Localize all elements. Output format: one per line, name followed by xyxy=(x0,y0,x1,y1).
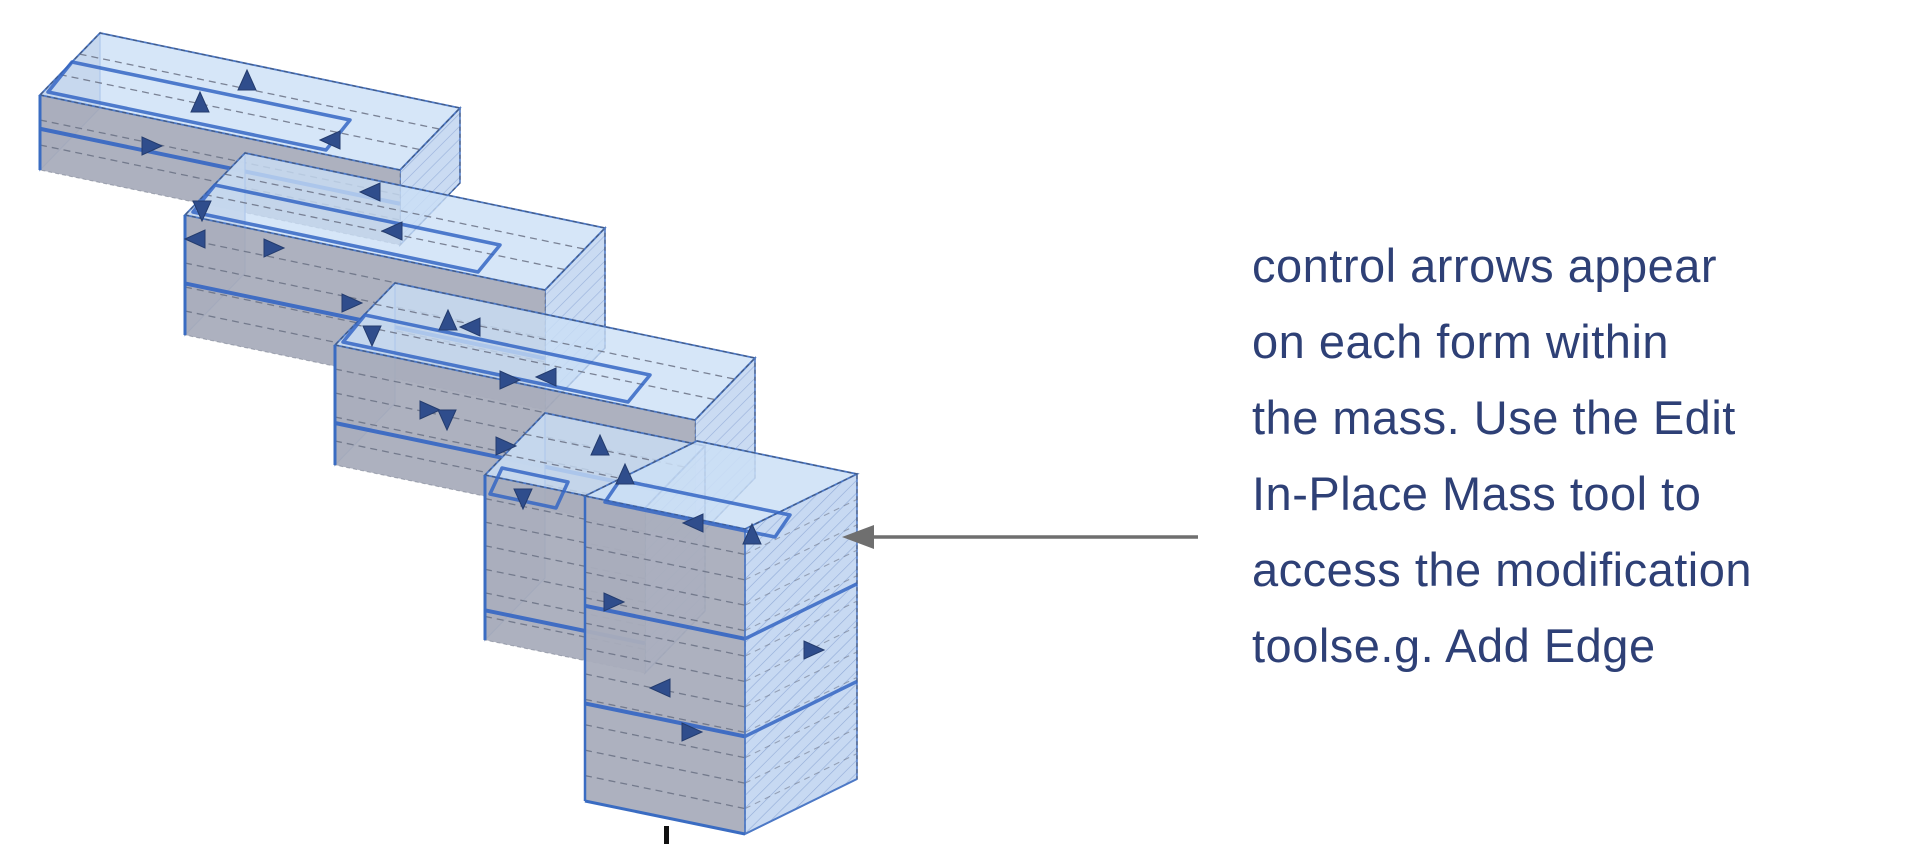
floor-line xyxy=(584,647,746,683)
control-arrow-icon xyxy=(499,370,522,390)
floor-line xyxy=(744,575,858,632)
control-arrow-icon xyxy=(190,90,210,113)
level-line xyxy=(744,679,858,738)
tower-right-face xyxy=(744,472,858,836)
annotation-line: In-Place Mass tool to xyxy=(1252,467,1702,520)
floor-line xyxy=(744,600,858,657)
form-profile-outline xyxy=(341,313,652,404)
control-arrow-icon xyxy=(603,592,626,612)
control-arrow-icon xyxy=(438,308,458,331)
control-arrow-icon xyxy=(458,317,481,337)
floor-line xyxy=(744,626,858,682)
control-arrow-icon xyxy=(358,182,381,202)
control-arrow-icon xyxy=(362,325,382,348)
annotation-line: access the modification xyxy=(1252,543,1753,596)
control-arrow-icon xyxy=(681,722,704,742)
floor-line xyxy=(584,749,746,784)
floor-line xyxy=(744,676,858,733)
callout-arrow xyxy=(842,525,1198,549)
control-arrow-icon xyxy=(615,462,635,485)
control-arrow-icon xyxy=(742,522,762,545)
floor-line xyxy=(744,753,858,810)
annotation-line: toolse.g. Add Edge xyxy=(1252,619,1656,672)
top-guide-line xyxy=(354,323,715,401)
annotation-line: control arrows appear xyxy=(1252,239,1718,292)
control-arrow-icon xyxy=(590,433,610,456)
floor-line xyxy=(744,702,858,759)
floor-line xyxy=(744,524,858,581)
floor-line xyxy=(584,698,746,733)
top-guide-line xyxy=(59,73,420,151)
mass-bottom-edge xyxy=(744,778,858,835)
floor-line xyxy=(744,727,858,784)
annotation-text: control arrows appear on each form withi… xyxy=(1252,228,1892,684)
floor-line xyxy=(584,571,746,606)
control-arrow-icon xyxy=(534,367,557,387)
form-profile-outline xyxy=(603,478,792,539)
control-arrow-icon xyxy=(437,409,457,432)
control-arrow-icon xyxy=(237,68,257,91)
bottom-tick-mark xyxy=(664,826,669,844)
top-guide-line xyxy=(224,173,585,250)
annotation-line: the mass. Use the Edit xyxy=(1252,391,1736,444)
floor-line xyxy=(744,549,858,606)
level-line xyxy=(744,582,858,641)
control-arrow-icon xyxy=(192,200,212,223)
form-profile-outline xyxy=(488,466,570,510)
annotation-line: on each form within xyxy=(1252,315,1670,368)
control-arrow-icon xyxy=(341,293,364,313)
mass-bottom-edge xyxy=(584,799,746,836)
control-arrow-icon xyxy=(803,640,826,660)
floor-line xyxy=(584,724,746,759)
control-arrow-icon xyxy=(513,488,533,511)
floor-line xyxy=(584,520,746,556)
floor-line xyxy=(744,498,858,555)
control-arrow-icon xyxy=(681,513,704,533)
top-guide-line xyxy=(374,303,735,380)
stepped-mass xyxy=(38,31,860,836)
control-arrow-icon xyxy=(380,221,403,241)
top-guide-line xyxy=(79,53,440,130)
level-line xyxy=(584,701,746,739)
control-arrow-icon xyxy=(419,400,442,420)
tower-front-face xyxy=(584,495,746,835)
form-profile-outline xyxy=(46,60,352,152)
control-arrow-icon xyxy=(141,136,164,156)
floor-line xyxy=(744,651,858,708)
floor-line xyxy=(584,673,746,708)
level-line xyxy=(584,603,746,641)
tower-top-face-outline xyxy=(583,440,859,530)
control-arrow-icon xyxy=(263,238,286,258)
control-arrow-icon xyxy=(183,229,206,249)
floor-line xyxy=(584,774,746,810)
control-arrow-icon xyxy=(648,678,671,698)
control-arrow-icon xyxy=(318,130,341,150)
floor-line xyxy=(584,622,746,657)
floor-line xyxy=(584,546,746,581)
arrowhead-left-icon xyxy=(842,525,874,549)
control-arrows-layer xyxy=(141,68,826,742)
control-arrow-icon xyxy=(495,436,518,456)
